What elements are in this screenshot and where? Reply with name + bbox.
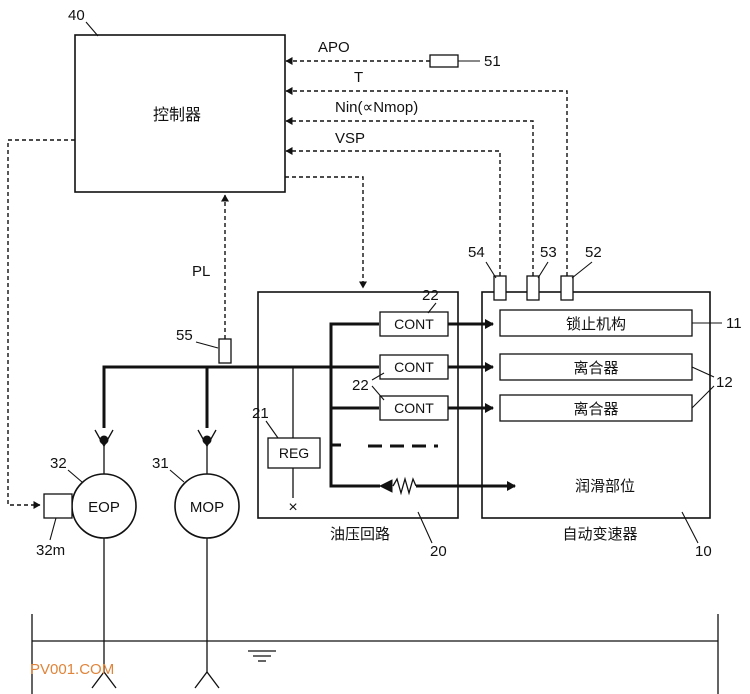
reg-label: REG — [279, 445, 309, 461]
pl-label: PL — [192, 263, 210, 280]
reg-leader — [265, 420, 279, 439]
nin-signal-line — [285, 117, 534, 276]
lube-check-spring — [392, 476, 417, 496]
branch-lockup — [329, 322, 379, 367]
cont-ref-mid-leader-2 — [371, 385, 385, 401]
eop-motor — [43, 493, 73, 519]
motor-leader — [49, 517, 57, 541]
mop-ref: 31 — [152, 455, 169, 472]
clutch-label-2: 离合器 — [573, 400, 618, 418]
hydraulic-circuit-ref: 20 — [430, 543, 447, 560]
hydraulic-circuit-label: 油压回路 — [330, 525, 390, 543]
lockup-ref: 11 — [726, 315, 742, 332]
clutch-label-1: 离合器 — [573, 359, 618, 377]
sensor-54 — [493, 275, 507, 301]
oil-level-icon — [248, 650, 276, 662]
watermark: PV001.COM — [30, 661, 114, 678]
sensor-51-ref: 51 — [484, 53, 501, 70]
mop-leader — [169, 469, 185, 483]
mop-label: MOP — [190, 499, 224, 516]
vsp-label: VSP — [335, 130, 365, 147]
sensor-54-leader — [485, 261, 497, 279]
sensor-55-leader — [195, 341, 219, 349]
transmission-label: 自动变速器 — [562, 525, 637, 543]
cont-label-2: CONT — [394, 359, 434, 375]
oil-tank — [31, 614, 719, 694]
controller-box — [74, 34, 286, 193]
cont-ref-top: 22 — [422, 287, 439, 304]
motor-ref: 32m — [36, 542, 65, 559]
sensor-53-leader — [537, 261, 549, 279]
hydraulic-circuit-leader — [417, 511, 433, 544]
eop-label: EOP — [88, 499, 120, 516]
vsp-signal-line — [285, 147, 501, 276]
sensor-52-ref: 52 — [585, 244, 602, 261]
clutch-leader-1 — [691, 366, 715, 378]
sensor-51 — [429, 54, 459, 68]
lube-check-valve — [378, 479, 393, 493]
cont-label-3: CONT — [394, 400, 434, 416]
sensor-55 — [218, 338, 232, 364]
reg-drain: × — [288, 499, 297, 516]
reg-ref: 21 — [252, 405, 269, 422]
sensor-54-ref: 54 — [468, 244, 485, 261]
sensor-53-ref: 53 — [540, 244, 557, 261]
cont-valve-2 — [379, 354, 449, 380]
eop-strainer — [91, 670, 117, 689]
lubrication-label: 润滑部位 — [575, 477, 635, 495]
controller-leader — [85, 21, 99, 37]
transmission-leader — [681, 511, 699, 544]
motor-control-line — [7, 139, 75, 509]
sensor-53 — [526, 275, 540, 301]
transmission-ref: 10 — [695, 543, 712, 560]
sensor-52 — [560, 275, 574, 301]
cont-label-1: CONT — [394, 316, 434, 332]
main-line — [102, 365, 379, 428]
eop-check-valve — [94, 429, 114, 448]
cont-ref-mid-leader-1 — [371, 372, 385, 381]
t-signal-line — [285, 87, 568, 276]
controller-ref: 40 — [68, 7, 85, 24]
clutch-ref: 12 — [716, 374, 733, 391]
clutch-box-2 — [499, 394, 693, 422]
control-signal-line — [285, 176, 367, 289]
t-label: T — [354, 69, 363, 86]
controller-label: 控制器 — [153, 105, 201, 124]
nin-label: Nin(∝Nmop) — [335, 99, 418, 116]
clutch-leader-2 — [691, 385, 715, 409]
eop-leader — [67, 469, 83, 483]
mop-check-valve — [197, 429, 217, 448]
reg-valve — [267, 437, 321, 469]
apo-label: APO — [318, 39, 350, 56]
cont-valve-1 — [379, 311, 449, 337]
lockup-label: 锁止机构 — [566, 315, 626, 333]
mop-strainer — [194, 670, 220, 689]
sensor-52-leader — [571, 261, 593, 279]
cont-ref-top-leader — [427, 302, 437, 314]
cont-valve-3 — [379, 395, 449, 421]
clutch-box-1 — [499, 353, 693, 381]
sensor-55-ref: 55 — [176, 327, 193, 344]
eop-ref: 32 — [50, 455, 67, 472]
cont-ref-mid: 22 — [352, 377, 369, 394]
